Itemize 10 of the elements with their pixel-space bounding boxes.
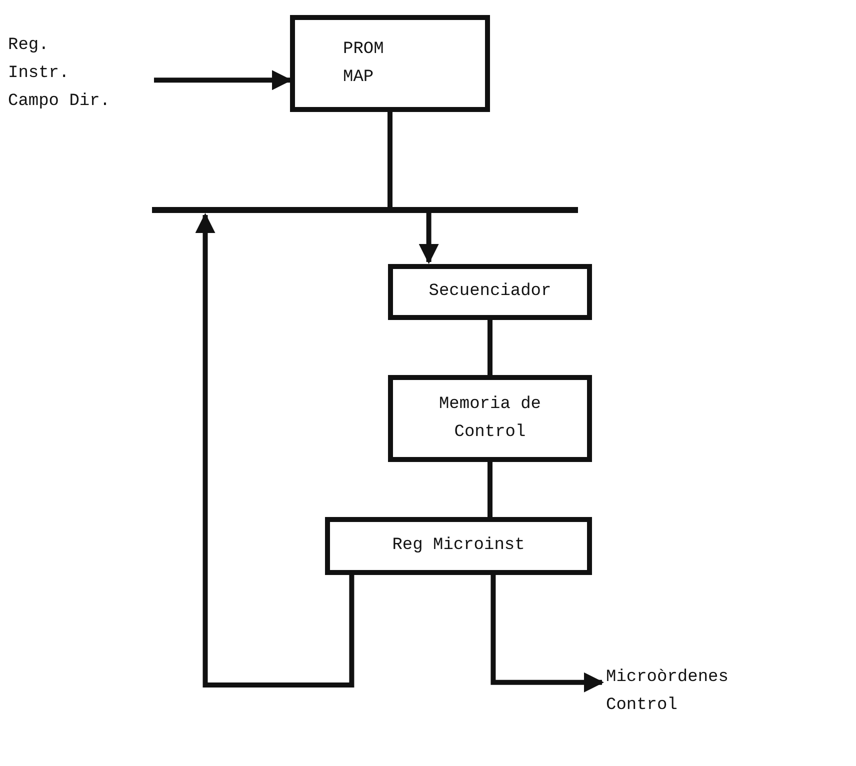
input-label: Reg. Instr. Campo Dir. xyxy=(8,32,154,118)
connector-arrow xyxy=(195,213,354,688)
prom-box: PROM MAP xyxy=(290,15,490,112)
process-box: Memoria de Control xyxy=(388,375,592,462)
process-box: Secuenciador xyxy=(388,264,592,320)
process-box: Reg Microinst xyxy=(325,517,592,575)
connector-arrow xyxy=(154,70,292,90)
connector-arrow xyxy=(490,575,604,692)
output-label: Microòrdenes Control xyxy=(606,664,756,756)
connector-arrow xyxy=(418,213,439,264)
